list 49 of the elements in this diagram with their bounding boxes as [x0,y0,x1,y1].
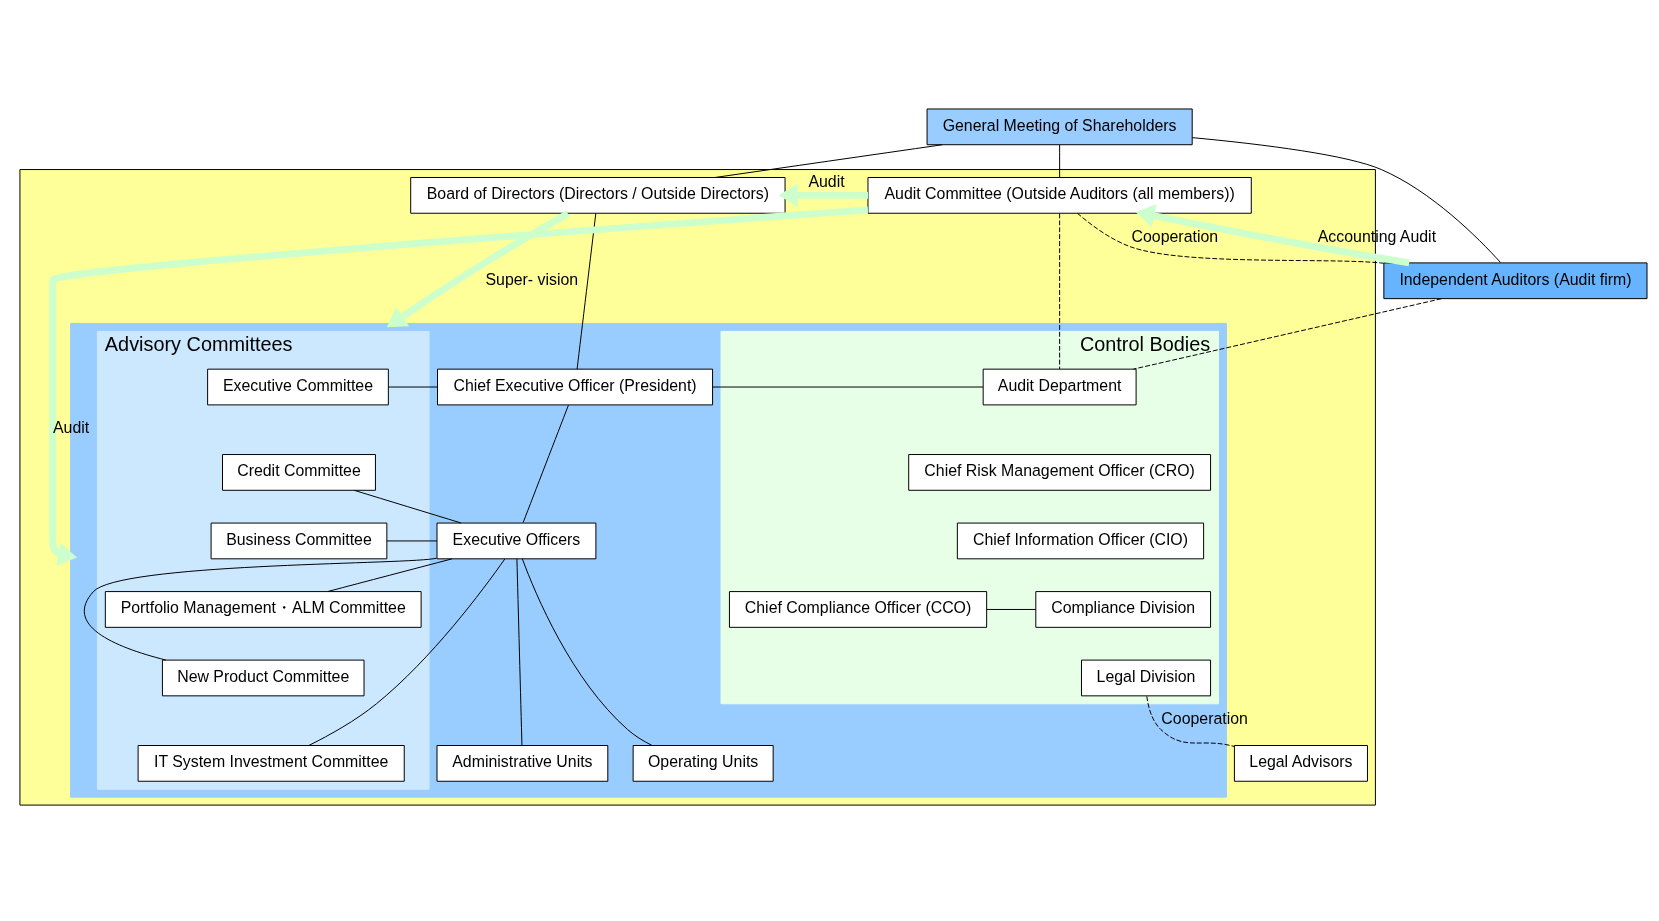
node-box: Independent Auditors (Audit firm) [1383,261,1648,299]
connector [712,386,984,387]
node-box: Audit Department [982,368,1137,405]
connector [986,608,1037,610]
connector [84,557,438,661]
arrow [778,183,868,207]
connector [353,489,462,523]
connector [1076,212,1385,264]
node-box: Chief Information Officer (CIO) [956,522,1205,559]
arrow [49,205,869,566]
node-box: IT System Investment Committee [137,744,405,782]
edge-label: Audit [808,172,845,190]
node-box: Administrative Units [436,744,609,782]
node-box: General Meeting of Shareholders [926,107,1193,145]
connector [1133,297,1442,370]
node-box: New Product Committee [161,659,365,696]
connector [387,386,438,387]
connector [386,539,438,541]
node-box: Business Committee [210,522,388,559]
arrow [386,209,570,327]
connector [521,557,653,746]
node-box: Executive Officers [436,522,597,559]
node-box: Board of Directors (Directors / Outside Directors) [410,176,786,214]
node-box: Legal Advisors [1233,744,1368,782]
arrow [1135,203,1410,266]
connector [714,143,943,178]
connector [1059,212,1061,370]
connector [1146,695,1235,747]
connector [1059,143,1061,178]
edge-label: Audit [52,418,90,436]
node-box: Credit Committee [222,453,376,491]
edge-label: Cooperation [1131,227,1219,245]
edge-label: Cooperation [1161,709,1248,727]
connector [516,557,523,746]
node-box: Operating Units [632,744,774,782]
node-box: Chief Compliance Officer (CCO) [728,590,988,628]
edge-label: Super- vision [485,270,579,288]
node-box: Chief Executive Officer (President) [437,368,714,405]
node-box: Audit Committee (Outside Auditors (all members)) [867,176,1252,214]
connector [327,557,453,592]
connector [522,404,569,523]
connector [1191,136,1502,263]
node-box: Chief Risk Management Officer (CRO) [908,453,1212,491]
node-box: Compliance Division [1035,590,1212,628]
connector [308,558,506,746]
node-box: Legal Division [1081,659,1212,696]
node-box: Portfolio Management・ALM Committee [104,590,422,628]
connector [576,212,597,370]
node-box: Executive Committee [207,368,389,405]
